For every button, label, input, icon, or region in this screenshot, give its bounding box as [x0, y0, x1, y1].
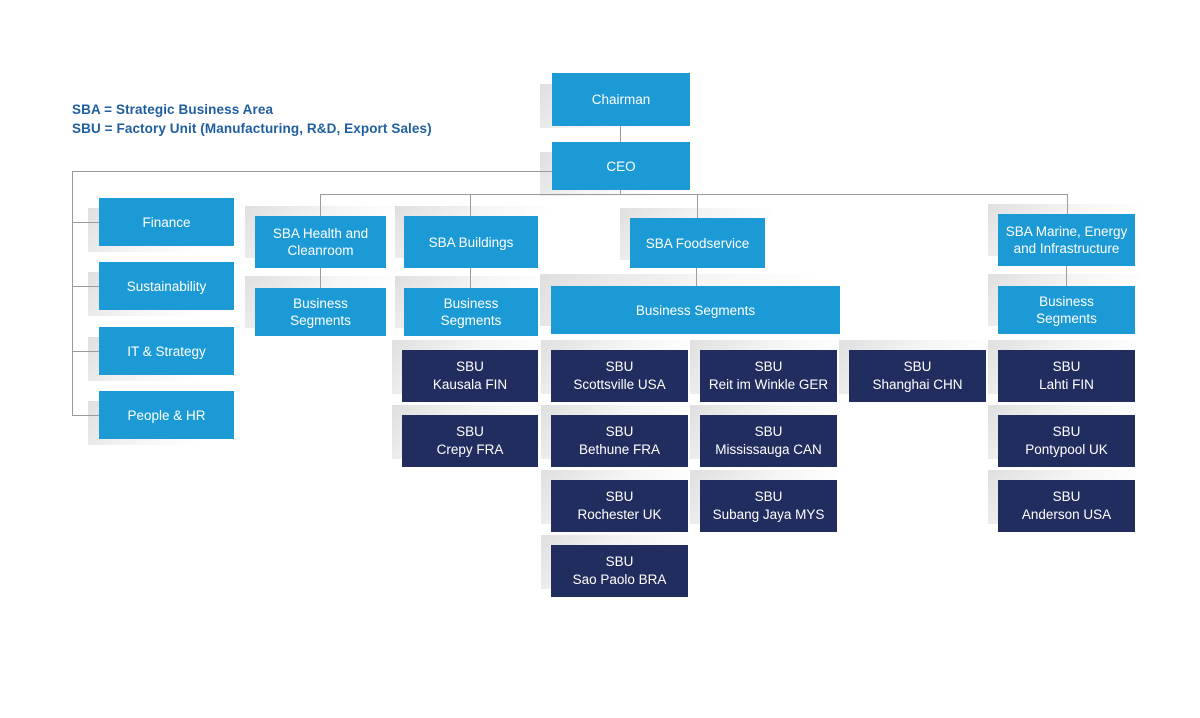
sbu-box-pontypool-uk[interactable]: SBU Pontypool UK — [998, 415, 1135, 467]
sba-4-label-line2: and Infrastructure — [1013, 241, 1120, 256]
connector-chairman-ceo — [620, 126, 621, 143]
sbu-6-prefix: SBU — [456, 424, 484, 439]
sbu-1-prefix: SBU — [456, 359, 484, 374]
sbu-8-location: Mississauga CAN — [715, 442, 822, 457]
sba-1-label-line2: Cleanroom — [287, 243, 354, 258]
connector-sba4-segments — [1066, 266, 1067, 286]
box-sba-health-and-cleanroom[interactable]: SBA Health and Cleanroom — [255, 216, 386, 268]
connector-staff-spine — [72, 171, 73, 416]
sbu-13-location: Sao Paolo BRA — [572, 572, 667, 587]
sbu-7-prefix: SBU — [605, 424, 634, 439]
box-business-segments-marine-energy[interactable]: Business Segments — [998, 286, 1135, 334]
sbu-5-prefix: SBU — [1052, 359, 1081, 374]
sbu-12-prefix: SBU — [1052, 489, 1081, 504]
box-business-segments-health-cleanroom[interactable]: Business Segments — [255, 288, 386, 336]
sbu-box-kausala-fin[interactable]: SBU Kausala FIN — [402, 350, 538, 402]
sbu-13-prefix: SBU — [605, 554, 634, 569]
sbu-box-crepy-fra[interactable]: SBU Crepy FRA — [402, 415, 538, 467]
chairman-label: Chairman — [591, 92, 651, 107]
legend: SBA = Strategic Business Area SBU = Fact… — [72, 100, 432, 138]
box-sba-foodservice[interactable]: SBA Foodservice — [630, 218, 765, 268]
sbu-11-location: Subang Jaya MYS — [712, 507, 825, 522]
ceo-label: CEO — [606, 158, 636, 174]
sbu-4-location: Shanghai CHN — [872, 377, 963, 392]
sba-2-label: SBA Buildings — [428, 234, 514, 250]
sba-3-label: SBA Foodservice — [645, 235, 750, 251]
box-ceo[interactable]: CEO — [552, 142, 690, 190]
sbu-box-shanghai-chn[interactable]: SBU Shanghai CHN — [849, 350, 986, 402]
connector-stub-people-hr — [72, 415, 99, 416]
connector-sba-bus — [320, 194, 1068, 195]
sbu-9-location: Pontypool UK — [1025, 442, 1108, 457]
sba-1-label-line1: SBA Health and — [272, 226, 369, 241]
box-people-hr[interactable]: People & HR — [99, 391, 234, 439]
segments-4-line2: Segments — [1036, 311, 1097, 326]
sustainability-label: Sustainability — [126, 278, 207, 294]
sbu-box-mississauga-can[interactable]: SBU Mississauga CAN — [700, 415, 837, 467]
segments-1-line2: Segments — [290, 313, 351, 328]
connector-ceo-stub — [620, 190, 621, 195]
connector-ceo-to-staff-spine — [72, 171, 552, 172]
legend-line-sbu: SBU = Factory Unit (Manufacturing, R&D, … — [72, 121, 432, 136]
it-strategy-label: IT & Strategy — [127, 343, 206, 359]
sbu-10-location: Rochester UK — [577, 507, 662, 522]
box-chairman[interactable]: Chairman — [552, 73, 690, 126]
sbu-box-rochester-uk[interactable]: SBU Rochester UK — [551, 480, 688, 532]
sbu-7-location: Bethune FRA — [578, 442, 661, 457]
sbu-4-prefix: SBU — [903, 359, 932, 374]
box-business-segments-buildings[interactable]: Business Segments — [404, 288, 538, 336]
sbu-3-prefix: SBU — [754, 359, 783, 374]
sbu-box-anderson-usa[interactable]: SBU Anderson USA — [998, 480, 1135, 532]
connector-sba2-segments — [470, 268, 471, 288]
segments-3-line1: Business Segments — [635, 302, 756, 318]
sba-4-label-line1: SBA Marine, Energy — [1005, 224, 1128, 239]
sbu-2-location: Scottsville USA — [573, 377, 666, 392]
box-sustainability[interactable]: Sustainability — [99, 262, 234, 310]
sbu-5-location: Lahti FIN — [1039, 377, 1094, 392]
sbu-box-sao-paolo-bra[interactable]: SBU Sao Paolo BRA — [551, 545, 688, 597]
finance-label: Finance — [142, 214, 191, 230]
connector-drop-sba-1 — [320, 194, 321, 216]
sbu-box-lahti-fin[interactable]: SBU Lahti FIN — [998, 350, 1135, 402]
connector-stub-finance — [72, 222, 99, 223]
sbu-box-subang-jaya-mys[interactable]: SBU Subang Jaya MYS — [700, 480, 837, 532]
sbu-1-location: Kausala FIN — [432, 377, 508, 392]
segments-2-line2: Segments — [440, 313, 502, 328]
box-sba-buildings[interactable]: SBA Buildings — [404, 216, 538, 268]
sbu-box-bethune-fra[interactable]: SBU Bethune FRA — [551, 415, 688, 467]
sbu-box-reit-im-winkle-ger[interactable]: SBU Reit im Winkle GER — [700, 350, 837, 402]
connector-drop-sba-2 — [470, 194, 471, 216]
connector-sba1-segments — [320, 268, 321, 288]
box-it-strategy[interactable]: IT & Strategy — [99, 327, 234, 375]
legend-line-sba: SBA = Strategic Business Area — [72, 102, 274, 117]
connector-sba3-segments — [696, 268, 697, 286]
connector-drop-sba-4 — [1067, 194, 1068, 214]
box-finance[interactable]: Finance — [99, 198, 234, 246]
people-hr-label: People & HR — [127, 407, 206, 423]
sbu-2-prefix: SBU — [605, 359, 634, 374]
segments-4-line1: Business — [1039, 294, 1094, 309]
sbu-6-location: Crepy FRA — [436, 442, 504, 457]
connector-drop-sba-3 — [697, 194, 698, 218]
sbu-11-prefix: SBU — [754, 489, 783, 504]
sbu-10-prefix: SBU — [605, 489, 634, 504]
segments-1-line1: Business — [293, 296, 348, 311]
connector-stub-sustainability — [72, 286, 99, 287]
box-sba-marine-energy-infrastructure[interactable]: SBA Marine, Energy and Infrastructure — [998, 214, 1135, 266]
box-business-segments-foodservice[interactable]: Business Segments — [551, 286, 840, 334]
connector-stub-it-strategy — [72, 351, 99, 352]
segments-2-line1: Business — [443, 296, 499, 311]
sbu-9-prefix: SBU — [1052, 424, 1081, 439]
sbu-3-location: Reit im Winkle GER — [708, 377, 829, 392]
sbu-12-location: Anderson USA — [1021, 507, 1112, 522]
sbu-box-scottsville-usa[interactable]: SBU Scottsville USA — [551, 350, 688, 402]
sbu-8-prefix: SBU — [754, 424, 783, 439]
